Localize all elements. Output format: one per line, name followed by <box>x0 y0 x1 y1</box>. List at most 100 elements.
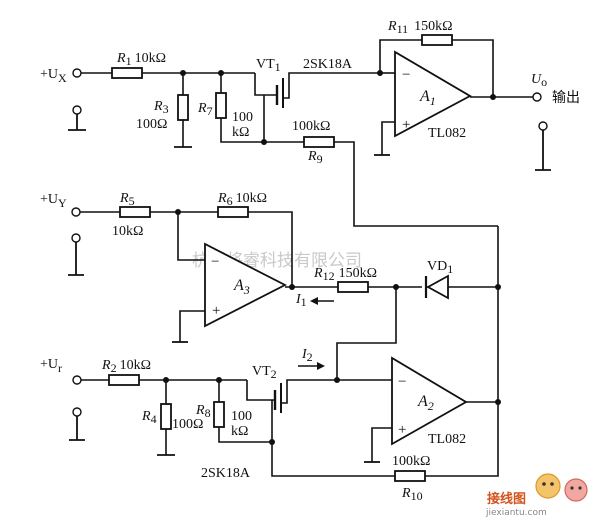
r8-name: R <box>195 403 205 418</box>
r4-name: R <box>141 409 151 424</box>
r2-value: 10kΩ <box>120 358 151 373</box>
r11-value: 150kΩ <box>414 19 452 34</box>
resistor-r2 <box>108 374 140 386</box>
a2-name: A <box>417 393 428 410</box>
uy-label: +U <box>40 192 58 207</box>
vt2-source-wire <box>281 379 337 404</box>
r7-sub: 7 <box>207 104 213 118</box>
svg-text:+UY: +UY <box>40 192 67 210</box>
r8-value-2: kΩ <box>231 424 248 439</box>
a3-name: A <box>233 277 244 294</box>
svg-text:I1: I1 <box>295 292 307 309</box>
logo-face <box>535 473 561 499</box>
svg-text:VT2: VT2 <box>252 364 277 381</box>
ux-label-sub: X <box>58 71 67 85</box>
r10-value: 100kΩ <box>392 454 430 469</box>
r6-sub: 6 <box>227 194 233 208</box>
a3-minus: − <box>211 254 219 270</box>
a3-sub: 3 <box>243 283 250 297</box>
watermark-logo: 接线图 jiexiantu.com <box>485 473 588 518</box>
r6-value: 10kΩ <box>236 191 267 206</box>
r12-name: R <box>313 266 323 281</box>
ux-label: +U <box>40 67 58 82</box>
resistor-r11 <box>421 34 453 46</box>
vt2-part: 2SK18A <box>201 466 251 481</box>
r7-value-2: kΩ <box>232 125 249 140</box>
resistor-r6 <box>217 206 249 218</box>
vt2-sub: 2 <box>271 367 277 381</box>
jfet-vt2 <box>246 379 499 477</box>
i2-sub: 2 <box>307 350 313 364</box>
resistor-r5 <box>119 206 151 218</box>
ur-label-sub: r <box>58 361 62 375</box>
svg-text:A3: A3 <box>233 277 250 297</box>
uo-terminal <box>532 92 542 102</box>
vd1-sub: 1 <box>447 262 453 276</box>
resistor-r9 <box>303 136 335 148</box>
vt1-source-wire <box>283 72 380 99</box>
r9-name: R <box>307 149 317 164</box>
wire-r8 <box>218 380 272 443</box>
r3-sub: 3 <box>163 102 169 116</box>
ur-input: +Ur <box>40 357 85 441</box>
vd1-name: VD <box>427 259 447 274</box>
a3-noninv-wire <box>179 310 205 342</box>
r3-value: 100Ω <box>136 117 167 132</box>
vt1-part: 2SK18A <box>303 57 353 72</box>
r7-name: R <box>197 101 207 116</box>
resistor-r12 <box>337 281 369 293</box>
a1-sub: 1 <box>430 94 436 108</box>
i2-name: I <box>301 347 308 362</box>
svg-text:R4: R4 <box>141 409 157 426</box>
r1-sub: 1 <box>126 54 132 68</box>
ur-ground-symbol <box>69 416 85 441</box>
ux-ground-terminal <box>72 105 82 115</box>
r1-value: 10kΩ <box>135 51 166 66</box>
svg-text:R8: R8 <box>195 403 211 420</box>
r5-value: 10kΩ <box>112 224 143 239</box>
svg-text:R10: R10 <box>401 486 423 503</box>
wire-uy-input <box>80 211 293 287</box>
uo-ground-symbol <box>535 130 551 171</box>
resistor-r7 <box>215 92 227 119</box>
a2-sub: 2 <box>428 399 434 413</box>
ux-input: +UX <box>40 67 86 131</box>
r11-sub: 11 <box>397 22 409 36</box>
r5-sub: 5 <box>129 194 135 208</box>
a1-plus: + <box>402 117 410 133</box>
junction-a3-out <box>289 284 295 290</box>
svg-text:A1: A1 <box>419 88 436 108</box>
r10-name: R <box>401 486 411 501</box>
r7-value-1: 100 <box>232 110 253 125</box>
a2-part: TL082 <box>428 432 466 447</box>
a1-part: TL082 <box>428 126 466 141</box>
r12-value: 150kΩ <box>339 266 377 281</box>
vt1-sub: 1 <box>275 60 281 74</box>
vt1-drain-wire <box>254 73 277 96</box>
r5-name: R <box>119 191 129 206</box>
svg-text:R3: R3 <box>153 99 169 116</box>
a1-name: A <box>419 88 430 105</box>
i2-arrow-head <box>317 362 325 370</box>
wire-r9-to-right-bus <box>341 141 498 227</box>
ur-terminal <box>72 375 82 385</box>
a2-plus: + <box>398 422 406 438</box>
i1-sub: 1 <box>301 295 307 309</box>
a1-minus: − <box>402 67 410 83</box>
uy-label-sub: Y <box>58 196 67 210</box>
uy-input: +UY <box>40 192 84 276</box>
r9-sub: 9 <box>317 152 323 166</box>
uo-symbol: U <box>531 72 542 87</box>
r4-sub: 4 <box>151 412 157 426</box>
svg-text:VT1: VT1 <box>256 57 281 74</box>
r2-sub: 2 <box>111 361 117 375</box>
junction-a2-out <box>495 399 501 405</box>
a2-minus: − <box>398 374 406 390</box>
opamp-a3 <box>204 242 287 328</box>
uy-ground-terminal <box>71 233 81 243</box>
wire-r11-feedback <box>379 39 494 97</box>
r6-name: R <box>217 191 227 206</box>
r2-name: R <box>101 358 111 373</box>
